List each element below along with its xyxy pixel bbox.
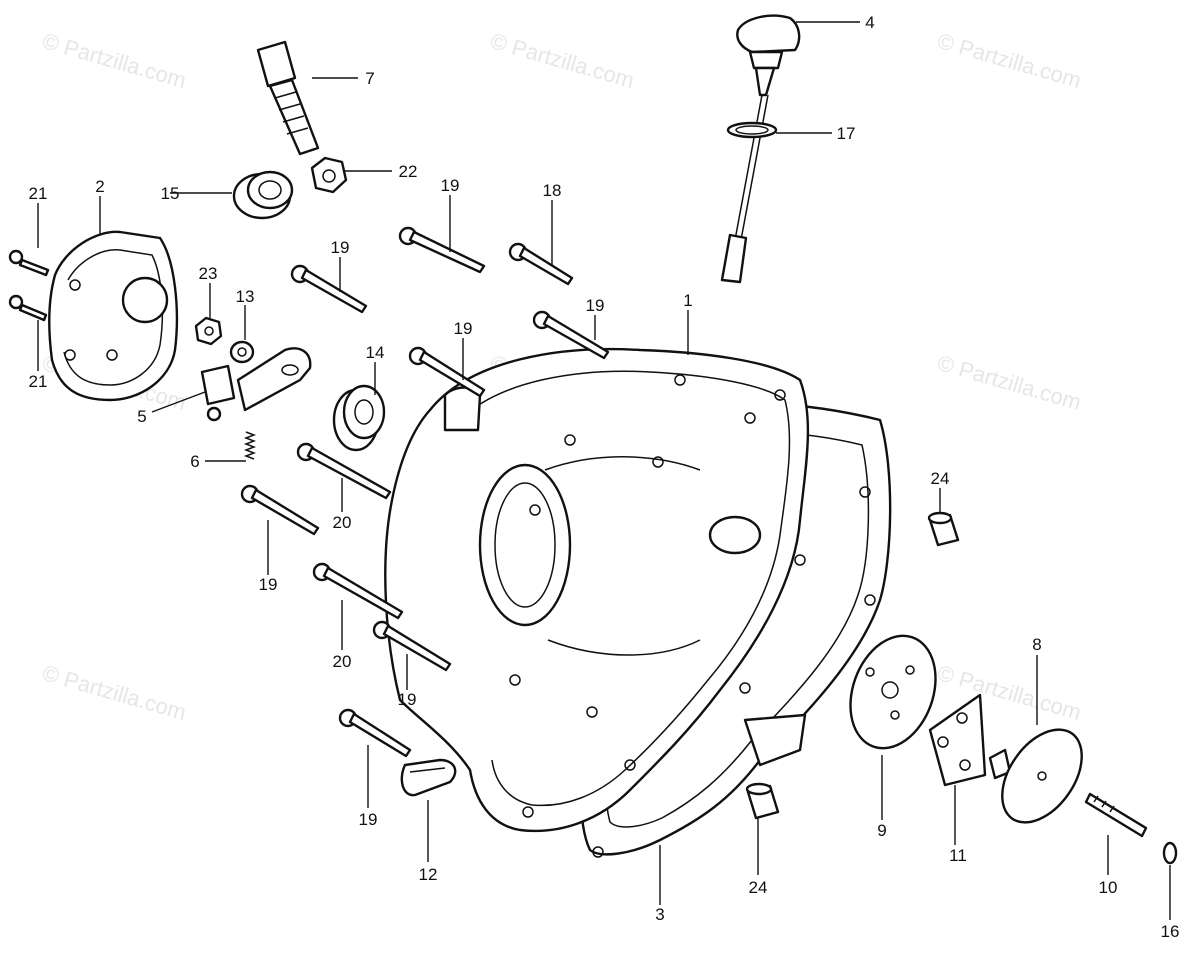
callout-22: 22	[399, 162, 418, 181]
callout-12: 12	[419, 865, 438, 884]
callout-16: 16	[1161, 922, 1180, 941]
callout-21: 21	[29, 372, 48, 391]
callout-9: 9	[877, 821, 886, 840]
callout-8: 8	[1032, 635, 1041, 654]
bolt-20[interactable]	[312, 562, 404, 620]
callout-19: 19	[454, 319, 473, 338]
leader-lines	[37, 21, 1171, 920]
washer-13[interactable]	[229, 340, 255, 364]
callout-24: 24	[749, 878, 768, 897]
bolt-19[interactable]	[338, 708, 412, 758]
bolt-19[interactable]	[408, 346, 486, 398]
washer-16[interactable]	[1162, 841, 1178, 865]
bolt-10[interactable]	[1084, 792, 1148, 838]
oil-seal-14[interactable]	[332, 384, 386, 452]
oil-seal-15[interactable]	[232, 170, 294, 220]
bracket-11[interactable]	[928, 693, 987, 787]
dipstick-4[interactable]	[720, 14, 801, 284]
callout-19: 19	[398, 690, 417, 709]
callout-3: 3	[655, 905, 664, 924]
callout-17: 17	[837, 124, 856, 143]
spring-6[interactable]	[243, 431, 257, 460]
bolt-20[interactable]	[296, 442, 392, 500]
bolt-19[interactable]	[290, 264, 368, 314]
callout-6: 6	[190, 452, 199, 471]
dowel-pin-24-lower[interactable]	[745, 782, 780, 820]
dowel-pin-24-upper[interactable]	[927, 511, 960, 547]
bolt-7[interactable]	[256, 40, 320, 156]
callout-2: 2	[95, 177, 104, 196]
callout-7: 7	[365, 69, 374, 88]
oil-filter-plate-9[interactable]	[836, 624, 951, 760]
bolt-18[interactable]	[508, 242, 574, 286]
callout-20: 20	[333, 513, 352, 532]
callout-18: 18	[543, 181, 562, 200]
callout-19: 19	[359, 810, 378, 829]
callout-19: 19	[259, 575, 278, 594]
callout-19: 19	[586, 296, 605, 315]
callout-13: 13	[236, 287, 255, 306]
callout-15: 15	[161, 184, 180, 203]
bolt-19[interactable]	[532, 310, 610, 360]
bolt-21-upper[interactable]	[8, 249, 50, 277]
nut-23[interactable]	[194, 316, 223, 346]
callout-23: 23	[199, 264, 218, 283]
callout-24: 24	[931, 469, 950, 488]
callout-10: 10	[1099, 878, 1118, 897]
bolt-19[interactable]	[240, 484, 320, 536]
nut-22[interactable]	[310, 156, 348, 194]
callout-20: 20	[333, 652, 352, 671]
callout-21: 21	[29, 184, 48, 203]
clamp-12[interactable]	[400, 758, 457, 797]
callout-1: 1	[683, 291, 692, 310]
callout-19: 19	[331, 238, 350, 257]
crankcase-cover-part[interactable]	[384, 347, 810, 833]
bolt-19[interactable]	[372, 620, 452, 672]
bolt-21-lower[interactable]	[8, 294, 48, 322]
callout-19: 19	[441, 176, 460, 195]
o-ring-17[interactable]	[726, 121, 778, 139]
bolt-19[interactable]	[398, 226, 486, 274]
callout-labels: 1 2 3 4 5 6 7 8 9 10 11 12 13 14 15 16 1…	[29, 13, 1180, 941]
cover-plate-part[interactable]	[48, 230, 179, 402]
oil-filter-rotor-8[interactable]	[986, 715, 1098, 837]
lever-5[interactable]	[200, 347, 312, 422]
callout-14: 14	[366, 343, 385, 362]
callout-4: 4	[865, 13, 874, 32]
callout-5: 5	[137, 407, 146, 426]
callout-11: 11	[949, 846, 967, 865]
